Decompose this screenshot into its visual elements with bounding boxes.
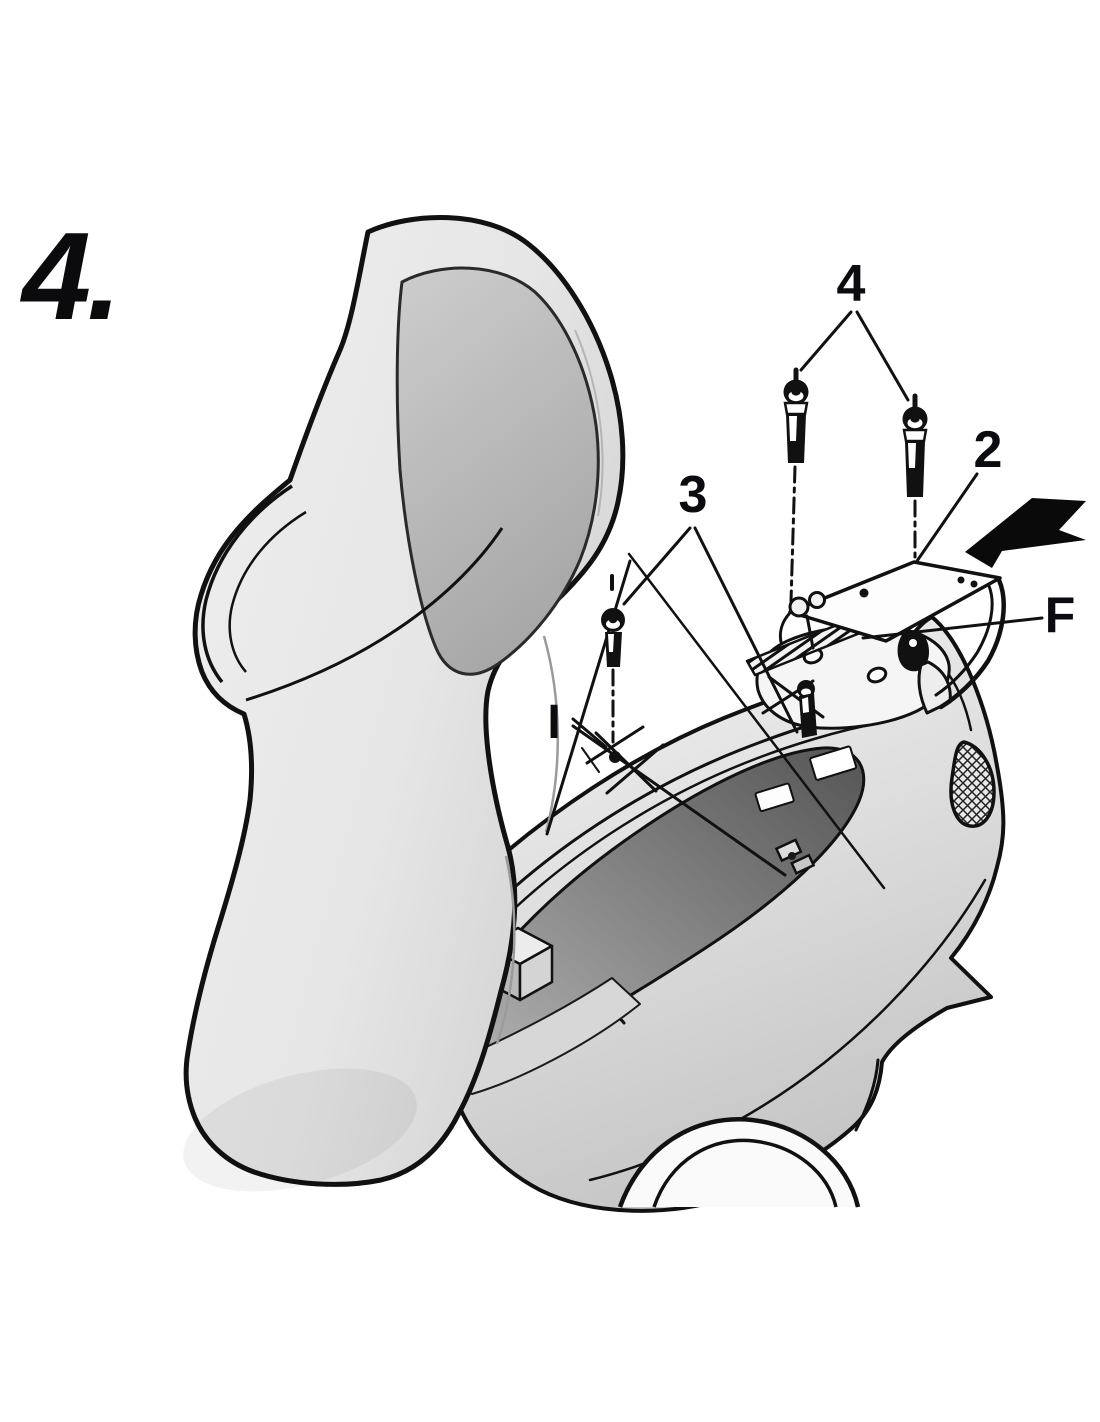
plate-link-2: [805, 614, 815, 650]
plate-stay-outer: [938, 577, 1006, 710]
seat: [183, 215, 626, 1192]
seat-stay-rod: [545, 559, 632, 836]
fitting-plate-assembly: [778, 560, 1006, 710]
seat-cap-arc-outer: [201, 484, 293, 684]
plate-clamp-knob-1: [788, 596, 810, 618]
tail-light-lens: [949, 740, 996, 828]
bolt-short-rear: [797, 680, 817, 738]
callout-top-plate: 2: [974, 421, 1003, 479]
wheel-arch-fill: [620, 1119, 858, 1207]
step-number: 4.: [22, 208, 121, 346]
compartment-rim-inner-line2: [513, 720, 886, 910]
callout-long-bolts: 4: [837, 255, 866, 313]
wheel-arch-inner-arc: [652, 1138, 838, 1208]
rack-support-tube: [917, 660, 952, 715]
seat-edge-highlight: [574, 329, 604, 517]
seat-cap-seam: [245, 527, 504, 702]
plate-hole-3: [859, 588, 869, 598]
leader-4-right: [855, 310, 910, 402]
seat-side-crease1: [542, 635, 559, 833]
leader-f: [861, 616, 1044, 640]
leader-lines: [571, 310, 1044, 877]
leader-3-right: [693, 526, 799, 734]
leader-i-long: [571, 724, 787, 877]
installation-direction-arrow: [965, 498, 1086, 568]
seat-nose-shade: [183, 1068, 417, 1192]
rack-mount-hole: [909, 639, 917, 647]
bolt-short-front: [601, 574, 625, 744]
fender-seam-line: [854, 1058, 880, 1132]
rack-mount-grommet: [897, 630, 929, 672]
bolt-long-left: [783, 367, 809, 603]
compartment-sticker: [809, 745, 858, 781]
seat-underside-panel: [395, 266, 600, 676]
plate-hole-2: [970, 580, 978, 588]
wheel-arch-outer-arc: [617, 1117, 861, 1208]
bolt-centerline: [789, 465, 797, 603]
plate-link-1: [778, 612, 791, 644]
compartment-box-right: [518, 944, 554, 1002]
compartment-sticker-small: [754, 782, 795, 813]
annotations: 4 2 3 F I: [547, 255, 1086, 877]
seat-cap-arc-inner: [228, 510, 307, 673]
callout-fitting: F: [1045, 587, 1076, 643]
bolt-long-right: [902, 393, 928, 562]
leader-3-left: [622, 526, 692, 606]
mounting-bolts: [601, 367, 928, 744]
leader-2: [915, 472, 979, 563]
plate-stay-inner: [934, 584, 994, 697]
latch-wire-1: [585, 725, 645, 765]
callout-seat-latch: I: [547, 696, 560, 749]
wheel-arch: [617, 1117, 861, 1208]
leader-i-short: [571, 717, 608, 749]
callout-short-bolts: 3: [679, 466, 708, 524]
plate-clamp-knob-2: [808, 591, 826, 609]
seat-side-crease2: [495, 855, 516, 1045]
leader-4-left: [799, 310, 853, 372]
latch-wire-4: [581, 747, 600, 773]
fitting-plate: [788, 560, 1002, 643]
plate-hole-1: [957, 576, 965, 584]
seat-strut-rod: [627, 552, 886, 890]
rack-hole-right: [866, 666, 888, 684]
latch-striker: [774, 838, 816, 875]
